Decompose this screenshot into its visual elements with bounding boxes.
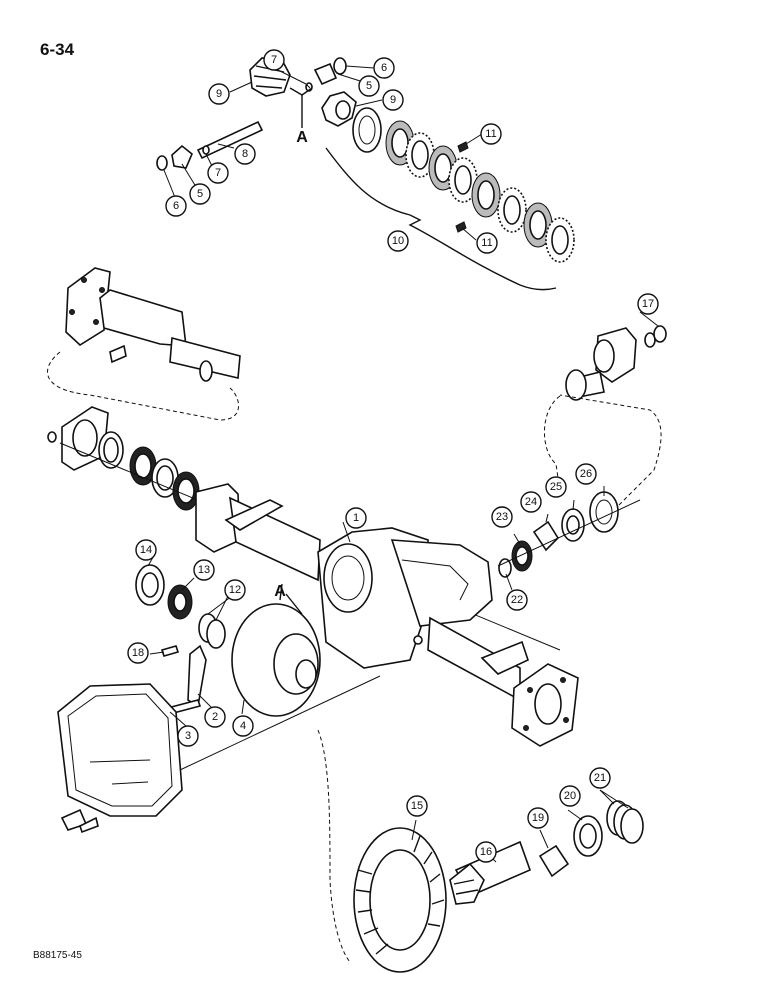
- detail-letter-carrier: A: [274, 583, 286, 600]
- shim-22: [498, 558, 512, 578]
- svg-text:25: 25: [550, 481, 562, 493]
- left-axle-shaft: [47, 267, 241, 421]
- callout-11b: 11: [476, 232, 498, 254]
- svg-text:20: 20: [564, 790, 576, 802]
- svg-text:11: 11: [481, 237, 492, 249]
- key-11b: [455, 221, 467, 233]
- callout-26: 26: [575, 463, 597, 485]
- bearing-cap-2: [187, 644, 207, 708]
- thrust-washer-6b: [156, 155, 168, 171]
- callout-24: 24: [520, 491, 542, 513]
- svg-text:6: 6: [381, 62, 387, 74]
- callout-23: 23: [491, 506, 513, 528]
- callout-19: 19: [527, 807, 549, 829]
- axle-bolt: [109, 344, 127, 364]
- pinion-gear-5b: [171, 144, 193, 169]
- differential-carrier-group: [135, 564, 381, 771]
- svg-text:14: 14: [140, 544, 152, 556]
- svg-text:12: 12: [229, 584, 241, 596]
- callout-16: 16: [475, 841, 497, 863]
- svg-text:5: 5: [197, 188, 203, 200]
- bolt-18: [160, 645, 180, 657]
- svg-text:5: 5: [366, 80, 372, 92]
- svg-text:7: 7: [215, 167, 221, 179]
- svg-text:11: 11: [485, 128, 496, 140]
- callout-15: 15: [406, 795, 428, 817]
- page-number: 6-34: [40, 40, 75, 59]
- callout-20: 20: [559, 785, 581, 807]
- axle-housing: [59, 442, 579, 747]
- callout-2: 2: [204, 706, 226, 728]
- callout-22: 22: [506, 589, 528, 611]
- svg-text:2: 2: [212, 711, 218, 723]
- callout-leaders: [147, 65, 659, 863]
- callout-11a: 11: [480, 123, 502, 145]
- callout-18: 18: [127, 642, 149, 664]
- thrust-washer-6a: [333, 57, 347, 75]
- pinion-gear-5a: [313, 62, 338, 86]
- callout-4: 4: [232, 715, 254, 737]
- svg-text:15: 15: [411, 800, 423, 812]
- bearing-cone-24: [532, 520, 560, 552]
- callout-13: 13: [193, 559, 215, 581]
- svg-text:23: 23: [496, 511, 508, 523]
- right-pinion-flange-group: [497, 325, 667, 578]
- shim-21c: [620, 808, 644, 844]
- svg-text:26: 26: [580, 468, 592, 480]
- callout-17: 17: [637, 293, 659, 315]
- differential-cover: [57, 683, 183, 834]
- brace-10: [325, 147, 557, 291]
- ring-and-pinion: [317, 729, 644, 973]
- svg-text:17: 17: [642, 298, 654, 310]
- svg-text:18: 18: [132, 647, 144, 659]
- callout-9b: 9: [382, 89, 404, 111]
- callout-12: 12: [224, 579, 246, 601]
- svg-text:8: 8: [242, 148, 248, 160]
- callout-9a: 9: [208, 83, 230, 105]
- callout-7b: 7: [207, 162, 229, 184]
- shim-12b: [206, 619, 226, 649]
- svg-text:3: 3: [185, 730, 191, 742]
- callout-5b: 5: [189, 183, 211, 205]
- svg-text:6: 6: [173, 200, 179, 212]
- callout-6a: 6: [373, 57, 395, 79]
- callout-25: 25: [545, 476, 567, 498]
- callout-8: 8: [234, 143, 256, 165]
- pinion-shaft-8: [196, 120, 264, 160]
- callout-1: 1: [345, 507, 367, 529]
- svg-text:16: 16: [480, 846, 492, 858]
- callout-3: 3: [177, 725, 199, 747]
- callout-14: 14: [135, 539, 157, 561]
- nut-17: [653, 325, 667, 343]
- callout-7a: 7: [263, 49, 285, 71]
- differential-gears-group: [156, 57, 357, 171]
- svg-text:19: 19: [532, 812, 544, 824]
- callout-21: 21: [589, 767, 611, 789]
- svg-text:24: 24: [525, 496, 537, 508]
- svg-text:9: 9: [216, 88, 222, 100]
- svg-text:4: 4: [240, 720, 246, 732]
- reference-code: B88175-45: [33, 950, 82, 961]
- svg-text:7: 7: [271, 54, 277, 66]
- svg-text:1: 1: [353, 512, 359, 524]
- callout-5a: 5: [358, 75, 380, 97]
- callout-10: 10: [387, 230, 409, 252]
- svg-text:21: 21: [594, 772, 606, 784]
- callout-6b: 6: [165, 195, 187, 217]
- pinion-bearing-19: [538, 844, 570, 878]
- key-11a: [457, 141, 469, 153]
- pin-7b: [202, 145, 210, 155]
- svg-text:13: 13: [198, 564, 210, 576]
- left-bearing-group: [47, 406, 200, 511]
- svg-text:9: 9: [390, 94, 396, 106]
- svg-text:22: 22: [511, 594, 523, 606]
- svg-text:10: 10: [392, 235, 404, 247]
- detail-letter-top: A: [296, 129, 308, 146]
- clutch-disc-stack: [325, 107, 575, 291]
